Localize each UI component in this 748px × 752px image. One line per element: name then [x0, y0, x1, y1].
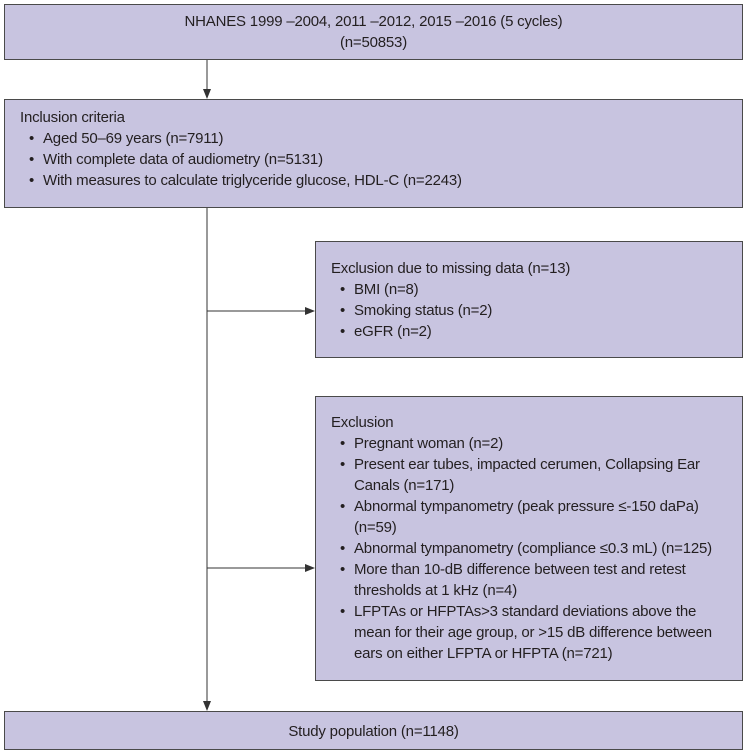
inclusion-list: Aged 50–69 years (n=7911) With complete …: [20, 128, 742, 191]
exclusion-item: More than 10-dB difference between test …: [331, 559, 731, 601]
missing-data-item: Smoking status (n=2): [331, 300, 742, 321]
exclusion-list: Pregnant woman (n=2) Present ear tubes, …: [331, 433, 731, 664]
exclusion-item: Abnormal tympanometry (peak pressure ≤-1…: [331, 496, 731, 538]
exclusion-box: Exclusion Pregnant woman (n=2) Present e…: [315, 396, 743, 681]
missing-data-list: BMI (n=8) Smoking status (n=2) eGFR (n=2…: [331, 279, 742, 342]
missing-data-item: eGFR (n=2): [331, 321, 742, 342]
exclusion-item: LFPTAs or HFPTAs>3 standard deviations a…: [331, 601, 731, 664]
study-population-box: Study population (n=1148): [4, 711, 743, 750]
inclusion-item: Aged 50–69 years (n=7911): [20, 128, 742, 149]
exclusion-title: Exclusion: [331, 414, 394, 431]
exclusion-item: Abnormal tympanometry (compliance ≤0.3 m…: [331, 538, 731, 559]
missing-data-title: Exclusion due to missing data (n=13): [331, 260, 571, 277]
inclusion-criteria-box: Inclusion criteria Aged 50–69 years (n=7…: [4, 99, 743, 208]
inclusion-item: With measures to calculate triglyceride …: [20, 170, 742, 191]
source-line-2: (n=50853): [339, 34, 407, 51]
exclusion-item: Pregnant woman (n=2): [331, 433, 731, 454]
study-population-label: Study population (n=1148): [288, 723, 459, 740]
missing-data-item: BMI (n=8): [331, 279, 742, 300]
source-line-1: NHANES 1999 –2004, 2011 –2012, 2015 –201…: [184, 13, 563, 30]
missing-data-exclusion-box: Exclusion due to missing data (n=13) BMI…: [315, 241, 743, 358]
inclusion-title: Inclusion criteria: [20, 109, 125, 126]
inclusion-item: With complete data of audiometry (n=5131…: [20, 149, 742, 170]
source-data-box: NHANES 1999 –2004, 2011 –2012, 2015 –201…: [4, 4, 743, 60]
exclusion-item: Present ear tubes, impacted cerumen, Col…: [331, 454, 731, 496]
